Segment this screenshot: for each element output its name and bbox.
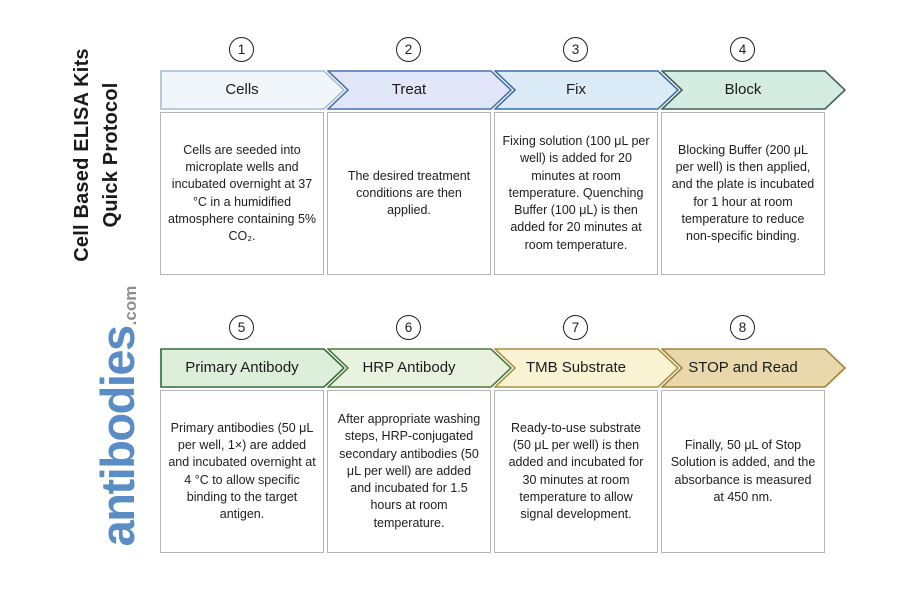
title-line-2: Quick Protocol xyxy=(100,82,122,228)
step-3-header-arrow xyxy=(494,70,679,110)
step-7-number-badge: 7 xyxy=(563,315,588,340)
step-2-header-arrow xyxy=(327,70,512,110)
step-5-number-badge: 5 xyxy=(229,315,254,340)
step-6-description-text: After appropriate washing steps, HRP-con… xyxy=(337,412,481,530)
step-6-description-box: After appropriate washing steps, HRP-con… xyxy=(327,390,491,553)
step-4-header-arrow xyxy=(661,70,846,110)
step-6-header-arrow xyxy=(327,348,512,388)
title-line-1: Cell Based ELISA Kits xyxy=(71,48,93,262)
step-1-description-box: Cells are seeded into microplate wells a… xyxy=(160,112,324,275)
step-3-description-text: Fixing solution (100 μL per well) is add… xyxy=(502,134,650,252)
step-8-header-arrow xyxy=(661,348,846,388)
page-title: Cell Based ELISA Kits Quick Protocol xyxy=(65,35,129,275)
step-4-description-text: Blocking Buffer (200 μL per well) is the… xyxy=(671,142,815,243)
logo-domain-suffix: .com xyxy=(121,285,140,326)
step-7-header-arrow xyxy=(494,348,679,388)
antibodies-logo: antibodies.com xyxy=(45,275,144,557)
step-7-description-box: Ready-to-use substrate (50 μL per well) … xyxy=(494,390,658,553)
step-4-number-badge: 4 xyxy=(730,37,755,62)
step-2-number-badge: 2 xyxy=(396,37,421,62)
step-8-description-box: Finally, 50 μL of Stop Solution is added… xyxy=(661,390,825,553)
step-3-description-box: Fixing solution (100 μL per well) is add… xyxy=(494,112,658,275)
step-8-number-badge: 8 xyxy=(730,315,755,340)
step-4-description-box: Blocking Buffer (200 μL per well) is the… xyxy=(661,112,825,275)
step-7-description-text: Ready-to-use substrate (50 μL per well) … xyxy=(508,420,644,521)
step-6-number-badge: 6 xyxy=(396,315,421,340)
step-3-number-badge: 3 xyxy=(563,37,588,62)
step-2-description-text: The desired treatment conditions are the… xyxy=(347,168,471,218)
step-5-header-arrow xyxy=(160,348,345,388)
step-5-description-text: Primary antibodies (50 μL per well, 1×) … xyxy=(168,420,316,521)
step-5-description-box: Primary antibodies (50 μL per well, 1×) … xyxy=(160,390,324,553)
step-1-number-badge: 1 xyxy=(229,37,254,62)
step-1-description-text: Cells are seeded into microplate wells a… xyxy=(168,142,317,243)
logo-wordmark: antibodies xyxy=(91,326,144,547)
step-8-description-text: Finally, 50 μL of Stop Solution is added… xyxy=(670,438,816,504)
step-1-header-arrow xyxy=(160,70,345,110)
step-2-description-box: The desired treatment conditions are the… xyxy=(327,112,491,275)
